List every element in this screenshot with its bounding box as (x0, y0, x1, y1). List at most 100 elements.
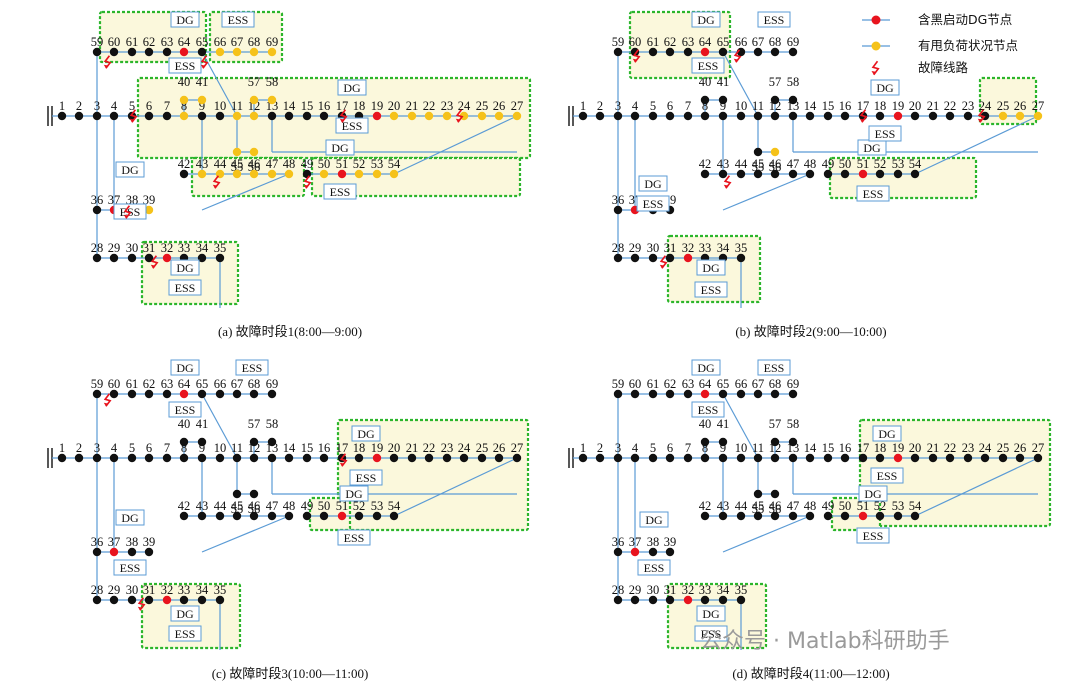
bus-label-27: 27 (511, 99, 524, 113)
bus-node-22 (424, 453, 434, 463)
bus-label-54: 54 (909, 157, 922, 171)
bus-node-69 (788, 47, 798, 57)
bus-label-25: 25 (997, 99, 1010, 113)
bus-label-29: 29 (629, 241, 642, 255)
bus-label-68: 68 (248, 35, 261, 49)
bus-label-5: 5 (129, 441, 135, 455)
bus-label-51: 51 (336, 157, 349, 171)
bus-label-45: 45 (752, 157, 765, 171)
bus-node-13 (788, 111, 798, 121)
ess-tag: ESS (242, 361, 263, 375)
bus-label-30: 30 (647, 241, 660, 255)
ess-tag-box (113, 559, 147, 576)
bus-node-25 (998, 111, 1008, 121)
tie-line (914, 115, 1039, 175)
bus-node-69 (267, 47, 277, 57)
bus-node-41 (197, 95, 207, 105)
bus-node-20 (910, 453, 920, 463)
bus-label-1: 1 (580, 441, 586, 455)
ess-tag-box (349, 469, 383, 486)
bus-label-32: 32 (682, 241, 695, 255)
bus-label-66: 66 (214, 377, 227, 391)
bus-label-20: 20 (909, 99, 922, 113)
bus-node-29 (109, 253, 119, 263)
bus-label-26: 26 (1014, 441, 1027, 455)
bus-label-50: 50 (318, 499, 331, 513)
bus-node-22 (424, 111, 434, 121)
ess-tag-box (856, 185, 890, 202)
bus-label-64: 64 (699, 377, 712, 391)
fault-lightning-icon (659, 255, 668, 269)
bus-node-50 (319, 511, 329, 521)
ess-tag-box (168, 625, 202, 642)
bus-label-6: 6 (146, 99, 152, 113)
dg-tag: DG (864, 487, 882, 501)
bus-label-63: 63 (682, 377, 695, 391)
bus-node-5 (648, 111, 658, 121)
bus-node-5 (648, 453, 658, 463)
bus-node-67 (232, 47, 242, 57)
bus-node-40 (700, 437, 710, 447)
bus-label-9: 9 (199, 441, 205, 455)
bus-node-6 (144, 453, 154, 463)
fault-lightning-icon (103, 55, 112, 69)
bus-node-44 (736, 511, 746, 521)
bus-node-23 (963, 453, 973, 463)
ess-tag-box (168, 401, 202, 418)
bus-label-65: 65 (196, 377, 209, 391)
bus-node-43 (718, 511, 728, 521)
bus-label-66: 66 (735, 35, 748, 49)
bus-label-55: 55 (752, 502, 765, 516)
bus-label-8: 8 (181, 99, 187, 113)
bus-node-2 (74, 111, 84, 121)
bus-label-65: 65 (717, 377, 730, 391)
bus-node-52 (875, 169, 885, 179)
ess-tag-box (691, 57, 725, 74)
bus-label-28: 28 (91, 583, 104, 597)
bus-label-51: 51 (857, 157, 870, 171)
bus-node-7 (162, 453, 172, 463)
fault-lightning-icon (339, 453, 348, 467)
bus-node-26 (1015, 111, 1025, 121)
bus-node-24 (459, 453, 469, 463)
bus-node-62 (665, 47, 675, 57)
ess-tag-box (636, 195, 670, 212)
bus-node-21 (407, 453, 417, 463)
fault-lightning-icon (200, 55, 209, 69)
bus-node-28 (613, 253, 623, 263)
bus-node-26 (494, 111, 504, 121)
bus-label-52: 52 (874, 157, 887, 171)
bus-label-56: 56 (248, 502, 261, 516)
bus-node-66 (215, 47, 225, 57)
bus-node-16 (319, 453, 329, 463)
bus-node-15 (302, 453, 312, 463)
bus-label-48: 48 (283, 157, 296, 171)
bus-node-24 (980, 453, 990, 463)
ess-tag: ESS (175, 281, 196, 295)
bus-node-62 (144, 47, 154, 57)
bus-label-28: 28 (612, 241, 625, 255)
bus-label-56: 56 (769, 502, 782, 516)
bus-node-47 (267, 169, 277, 179)
bus-node-12 (249, 453, 259, 463)
bus-node-16 (840, 453, 850, 463)
bus-node-69 (788, 389, 798, 399)
bus-node-48 (805, 169, 815, 179)
bus-node-63 (162, 389, 172, 399)
ess-tag-box (868, 125, 902, 142)
bus-label-2: 2 (597, 441, 603, 455)
bus-node-35 (736, 253, 746, 263)
bus-node-65 (718, 389, 728, 399)
dg-tag-box (170, 259, 200, 276)
bus-node-54 (910, 511, 920, 521)
legend: 含黑启动DG节点 有甩负荷状况节点 故障线路 (862, 12, 1018, 76)
bus-label-68: 68 (769, 35, 782, 49)
bus-node-65 (718, 47, 728, 57)
ess-tag-box (694, 281, 728, 298)
bus-node-27 (512, 453, 522, 463)
tie-line (393, 457, 518, 517)
bus-node-19 (893, 111, 903, 121)
bus-node-21 (928, 453, 938, 463)
bus-node-49 (302, 511, 312, 521)
